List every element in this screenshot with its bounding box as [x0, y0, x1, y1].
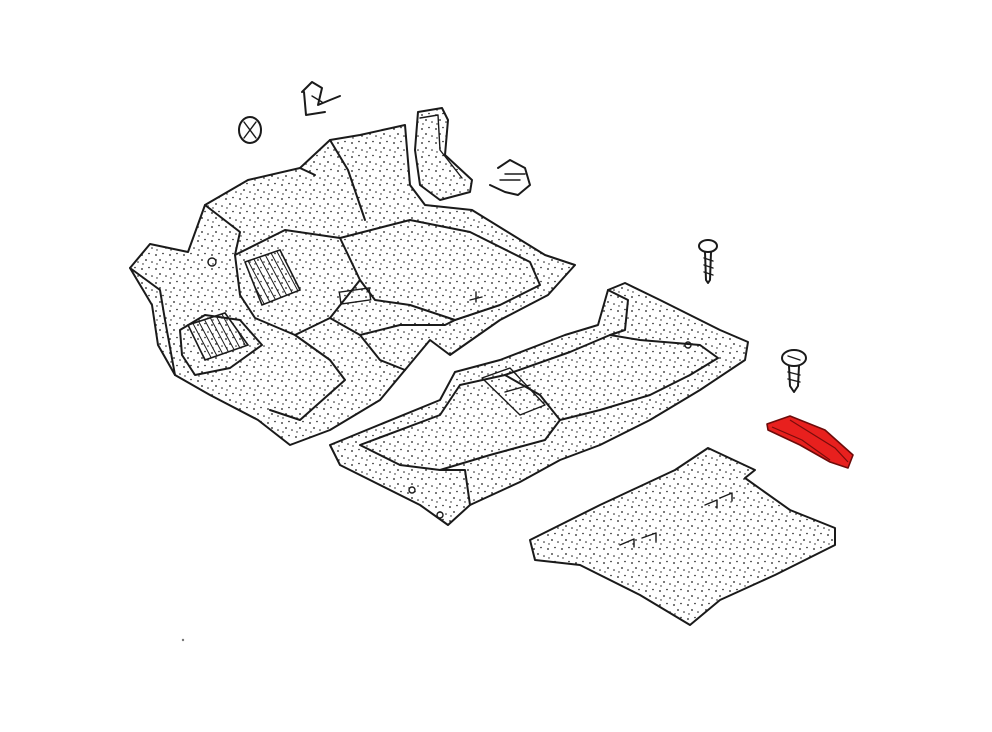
trunk-mat [529, 447, 836, 626]
screw-short-icon [781, 349, 807, 393]
sill-trim-strip[interactable] [766, 415, 854, 469]
rear-carpet [329, 282, 749, 526]
pillar-trim [414, 107, 473, 201]
front-carpet [129, 124, 576, 446]
grommet-icon [238, 116, 262, 144]
screw-long-icon [698, 239, 718, 284]
stray-dot [181, 638, 185, 642]
clip-right-icon [489, 159, 531, 196]
clip-left-icon [301, 81, 341, 116]
